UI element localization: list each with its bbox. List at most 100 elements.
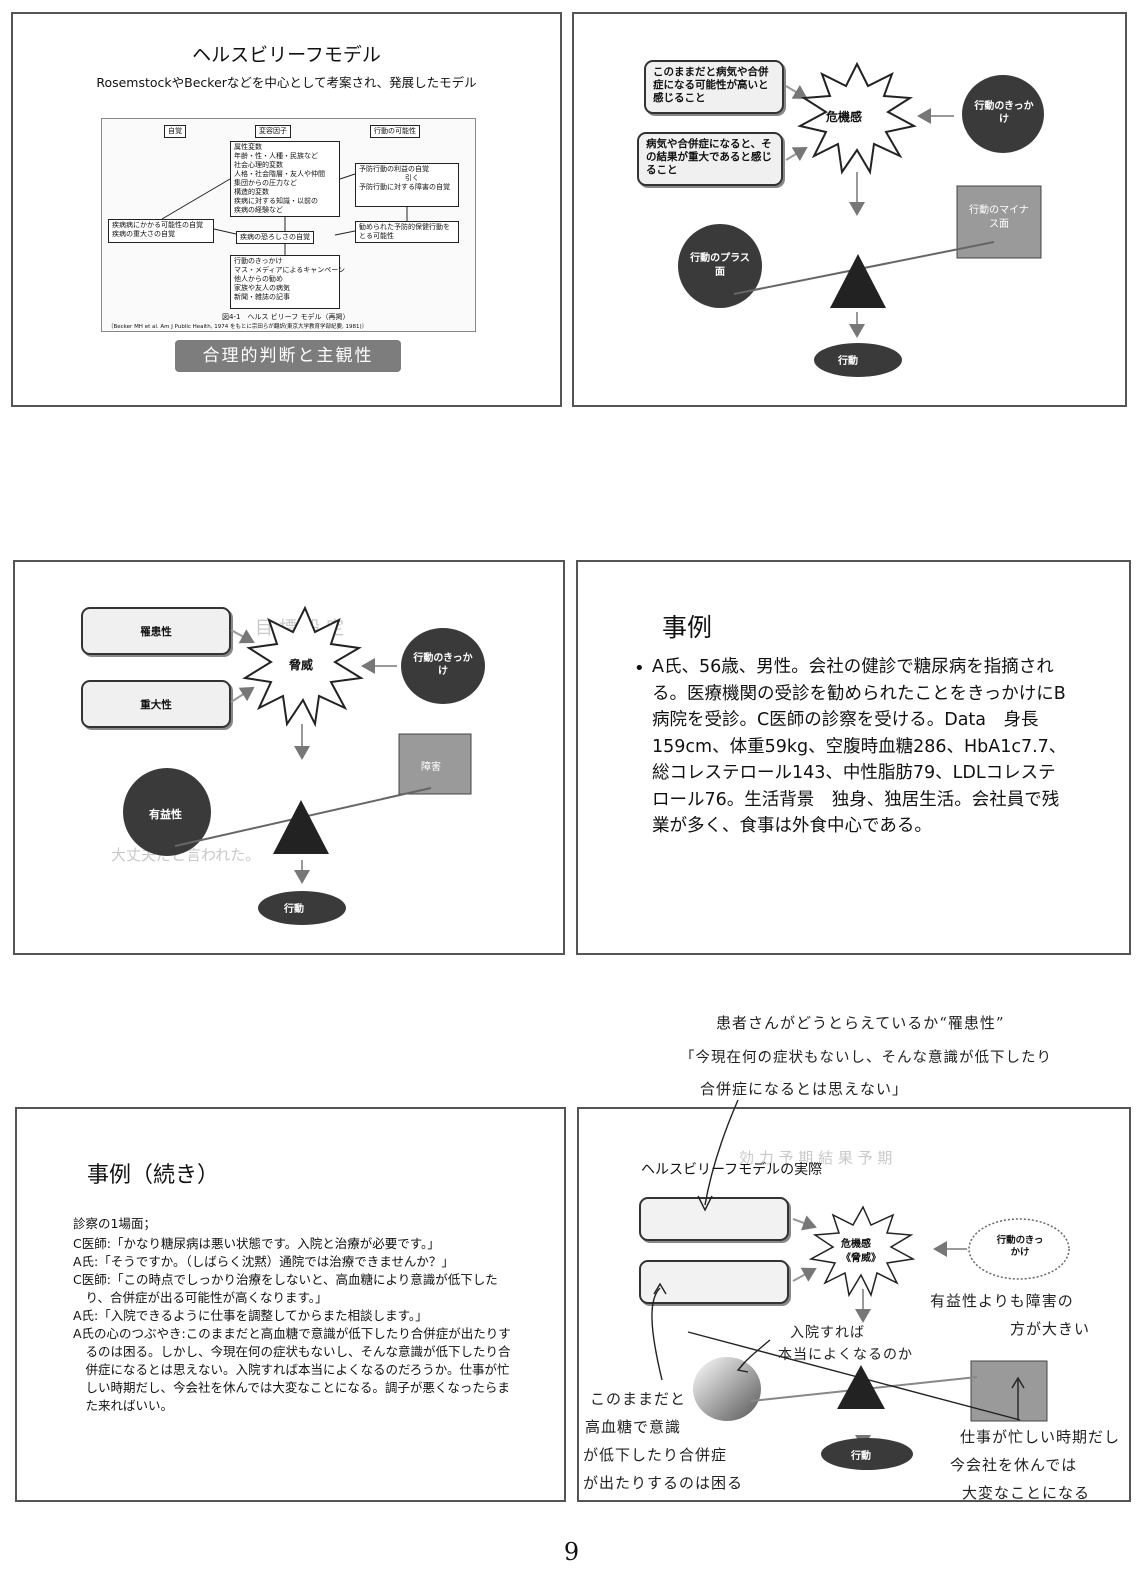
slide-title: ヘルスビリーフモデル <box>192 44 381 66</box>
slide-title: 事例 <box>662 613 713 642</box>
case-body: A氏、56歳、男性。会社の健診で糖尿病を指摘される。医療機関の受診を勧められたこ… <box>652 657 1067 836</box>
severity-box: 病気や合併症になると、その結果が重大であると感じること <box>637 132 783 186</box>
factor-line: 年齢・性・人種・民族など <box>234 152 318 160</box>
cue-line: 家族や友人の病気 <box>234 284 290 292</box>
cue-line: 新聞・雑誌の記事 <box>234 293 290 301</box>
cue-circle <box>401 628 485 704</box>
modifying-factors: 属性変数 年齢・性・人種・民族など 社会心理的変数 人格・社会階層・友人や仲間 … <box>230 141 340 217</box>
factor-line: 疾病の経験など <box>234 206 283 214</box>
cue-label: 行動のきっかけ <box>996 1235 1044 1258</box>
slide-case: 事例 • A氏、56歳、男性。会社の健診で糖尿病を指摘される。医療機関の受診を勧… <box>576 560 1131 955</box>
slide-hbm-practice: 効 力 予 期 結 果 予 期 ヘルスビリーフモデルの実際 危機感 《脅威》 行… <box>577 1107 1131 1502</box>
crisis-diagram <box>678 61 1044 377</box>
slide-health-belief-model: ヘルスビリーフモデル RosemstockやBeckerなどを中心として考案され… <box>11 12 562 407</box>
recommended-action: 勧められた予防的保健行動をとる可能性 <box>355 221 459 243</box>
head-modifying: 変容因子 <box>255 125 291 138</box>
handwritten-note-left: このままだと <box>590 1390 687 1408</box>
dialogue-line: C医師:「この時点でしっかり治療をしないと、高血糖により意識が低下したり、合併症… <box>73 1272 498 1305</box>
cue-line: マス・メディアによるキャンペーン <box>234 266 345 274</box>
handwritten-note-middle: 入院すれば <box>790 1325 865 1341</box>
threat-diagram <box>123 605 485 925</box>
dialogue-line: C医師:「かなり糖尿病は悪い状態です。入院と治療が必要です。」 <box>73 1236 440 1251</box>
factor-line: 構造的変数 <box>234 188 269 196</box>
perceived-susceptibility: 疾病病にかかる可能性の自覚 疾病の重大さの自覚 <box>108 219 214 243</box>
burst-label-2: 《脅威》 <box>841 1253 881 1264</box>
handwritten-note-bottom-right: 今会社を休んでは <box>950 1456 1078 1474</box>
cue-line: 行動のきっかけ <box>234 257 283 265</box>
barrier-label: 障害 <box>421 762 441 773</box>
factor-line: 疾病に対する知識・以前の <box>234 197 318 205</box>
empty-box-top <box>639 1197 789 1241</box>
figure-citation: 〔Becker MH et al. Am J Public Health, 19… <box>108 324 368 330</box>
minus-line: 引く <box>405 174 419 182</box>
cue-circle <box>962 75 1044 153</box>
handwritten-note-bottom-right: 大変なことになる <box>962 1484 1091 1502</box>
action-label: 行動 <box>838 356 858 367</box>
empty-box-bottom <box>639 1260 789 1304</box>
handwritten-note-right: 方が大きい <box>1010 1320 1091 1338</box>
barrier-line: 予防行動に対する障害の自覚 <box>359 183 450 191</box>
barrier-rect <box>398 733 472 795</box>
perceived-threat: 疾病の恐ろしさの自覚 <box>236 231 314 244</box>
severity-box: 重大性 <box>81 680 231 728</box>
severity-text: 疾病の重大さの自覚 <box>112 230 175 238</box>
figure-caption: 図4-1 ヘルス ビリーフ モデル（再掲） <box>222 313 350 321</box>
benefit-label: 有益性 <box>149 808 182 821</box>
factor-line: 社会心理的変数 <box>234 161 283 169</box>
crisis-burst <box>808 1205 916 1298</box>
handwritten-note-left: 高血糖で意識 <box>585 1418 682 1436</box>
susceptibility-box: このままだと病気や合併症になる可能性が高いと感じること <box>644 60 784 114</box>
dialogue-line: A氏の心のつぶやき:このままだと高血糖で意識が低下したり合併症が出たりするのは困… <box>73 1326 511 1413</box>
benefit-circle <box>123 768 211 856</box>
dialogue-list: C医師:「かなり糖尿病は悪い状態です。入院と治療が必要です。」 A氏:「そうです… <box>73 1235 513 1415</box>
handwritten-note-bottom-right: 仕事が忙しい時期だし <box>960 1428 1121 1446</box>
action-ellipse <box>821 1438 913 1470</box>
handwritten-note-right: 有益性よりも障害の <box>930 1292 1074 1310</box>
action-label: 行動 <box>284 904 304 915</box>
handwritten-note-top: 患者さんがどうとらえているか“罹患性” <box>716 1014 1005 1032</box>
susceptibility-text: 疾病病にかかる可能性の自覚 <box>112 221 203 229</box>
slide-title: 事例（続き） <box>87 1163 220 1188</box>
handwritten-note-left: が低下したり合併症 <box>583 1446 728 1464</box>
cue-label: 行動のきっかけ <box>974 101 1034 125</box>
fulcrum-triangle <box>837 1365 885 1409</box>
figure-arrows <box>161 173 408 255</box>
action-ellipse <box>258 891 346 925</box>
slide-subtitle: RosemstockやBeckerなどを中心として考案され、発展したモデル <box>96 75 477 90</box>
head-perception: 自覚 <box>164 125 186 138</box>
slide-hbm-crisis: このままだと病気や合併症になる可能性が高いと感じること 病気や合併症になると、そ… <box>572 12 1127 407</box>
head-likelihood: 行動の可能性 <box>370 125 420 138</box>
handwritten-note-left: が出たりするのは困る <box>583 1474 744 1492</box>
slide-hbm-threat: 目 標 設 定 大丈夫だと言われた。 罹患性 重大性 脅威 行動のきっかけ 障害… <box>13 560 565 955</box>
slide-case-continued: 事例（続き） 診察の1場面； C医師:「かなり糖尿病は悪い状態です。入院と治療が… <box>15 1107 566 1502</box>
burst-label: 脅威 <box>289 658 314 672</box>
handwritten-note-middle: 本当によくなるのか <box>778 1347 913 1363</box>
handwritten-note-top: 合併症になるとは思えない」 <box>700 1080 909 1098</box>
fulcrum-triangle <box>830 254 886 308</box>
burst-label: 危機感 <box>826 110 863 124</box>
susceptibility-box: 罹患性 <box>81 607 231 655</box>
cue-ellipse <box>968 1218 1070 1280</box>
factor-line: 属性変数 <box>234 143 262 151</box>
fulcrum-triangle <box>273 800 329 854</box>
banner-rational-subjective: 合理的判断と主観性 <box>175 340 401 372</box>
plus-circle <box>678 224 762 308</box>
cues-to-action: 行動のきっかけ マス・メディアによるキャンペーン 他人からの勧め 家族や友人の病… <box>230 255 345 309</box>
burst-label-1: 危機感 <box>841 1239 871 1250</box>
handwritten-note-top: 「今現在何の症状もないし、そんな意識が低下したり <box>680 1050 1052 1066</box>
bullet-icon: • <box>634 658 645 679</box>
cue-label: 行動のきっかけ <box>413 653 473 677</box>
page-number: 9 <box>563 1538 580 1566</box>
bleed-through-text: 効 力 予 期 結 果 予 期 <box>739 1149 893 1167</box>
benefits-barriers: 予防行動の利益の自覚 引く 予防行動に対する障害の自覚 <box>355 163 459 207</box>
benefit-line: 予防行動の利益の自覚 <box>359 165 429 173</box>
slide-title: ヘルスビリーフモデルの実際 <box>641 1162 823 1178</box>
cue-line: 他人からの勧め <box>234 275 283 283</box>
plus-label: 行動のプラス面 <box>690 253 750 278</box>
threat-burst <box>242 605 364 728</box>
hbm-figure: 自覚 変容因子 行動の可能性 属性変数 年齢・性・人種・民族など 社会心理的変数… <box>101 118 476 332</box>
practice-diagram <box>693 1205 1070 1470</box>
crisis-burst <box>797 61 917 175</box>
factor-line: 集団からの圧力など <box>234 179 297 187</box>
